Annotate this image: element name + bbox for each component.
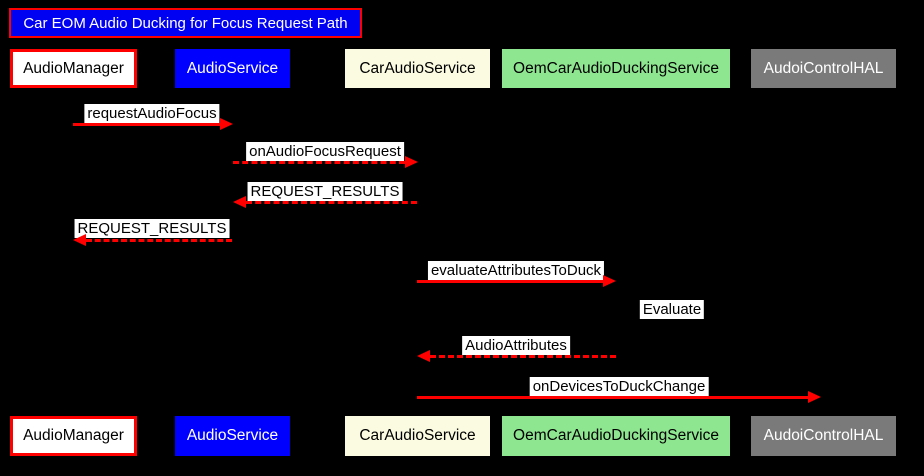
participant-audoicontrolhal-bottom: AudoiControlHAL [751,416,896,456]
participant-label: CarAudioService [359,59,476,77]
participant-audiomanager-top: AudioManager [10,49,137,88]
arrow-head-right-icon [603,275,616,287]
participant-audioservice-top: AudioService [175,49,290,88]
participant-caraudioservice-top: CarAudioService [345,49,490,88]
arrow-head-left-icon [73,234,86,246]
participant-label: AudoiControlHAL [763,427,884,444]
arrow-line-ondevicestoduckchange [417,396,808,399]
message-label-evaluateattributestoduck: evaluateAttributesToDuck [427,261,605,280]
arrow-line-requestaudiofocus [73,123,220,126]
arrow-head-right-icon [405,156,418,168]
participant-label: AudioService [186,427,279,444]
participant-label: AudioManager [23,59,124,77]
participant-label: AudioManager [23,427,124,444]
arrow-line-request-results-1 [246,201,417,204]
participant-label: AudoiControlHAL [763,59,884,77]
arrow-head-right-icon [220,118,233,130]
arrow-line-request-results-2 [86,239,232,242]
message-label-evaluate-self: Evaluate [639,300,705,319]
participant-oemcaraudioduckingservice-top: OemCarAudioDuckingService [502,49,730,88]
participant-label: OemCarAudioDuckingService [513,427,719,444]
message-label-requestaudiofocus: requestAudioFocus [84,104,220,123]
arrow-head-right-icon [808,391,821,403]
arrow-head-left-icon [233,196,246,208]
participant-audiomanager-bottom: AudioManager [10,416,137,456]
participant-label: AudioService [186,59,279,77]
participant-audoicontrolhal-top: AudoiControlHAL [751,49,896,88]
arrow-head-left-icon [417,350,430,362]
participant-oemcaraudioduckingservice-bottom: OemCarAudioDuckingService [502,416,730,456]
message-label-onaudiofocusrequest: onAudioFocusRequest [246,142,404,161]
arrow-line-evaluateattributestoduck [417,280,603,283]
arrow-line-onaudiofocusrequest [233,161,405,164]
message-label-request-results-1: REQUEST_RESULTS [247,182,403,201]
diagram-title: Car EOM Audio Ducking for Focus Request … [9,8,362,38]
message-label-request-results-2: REQUEST_RESULTS [74,219,230,238]
participant-label: OemCarAudioDuckingService [513,59,719,77]
message-label-ondevicestoduckchange: onDevicesToDuckChange [529,377,709,396]
participant-label: CarAudioService [359,427,476,444]
arrow-line-audioattributes [430,355,616,358]
participant-audioservice-bottom: AudioService [175,416,290,456]
message-label-audioattributes: AudioAttributes [462,336,570,355]
participant-caraudioservice-bottom: CarAudioService [345,416,490,456]
